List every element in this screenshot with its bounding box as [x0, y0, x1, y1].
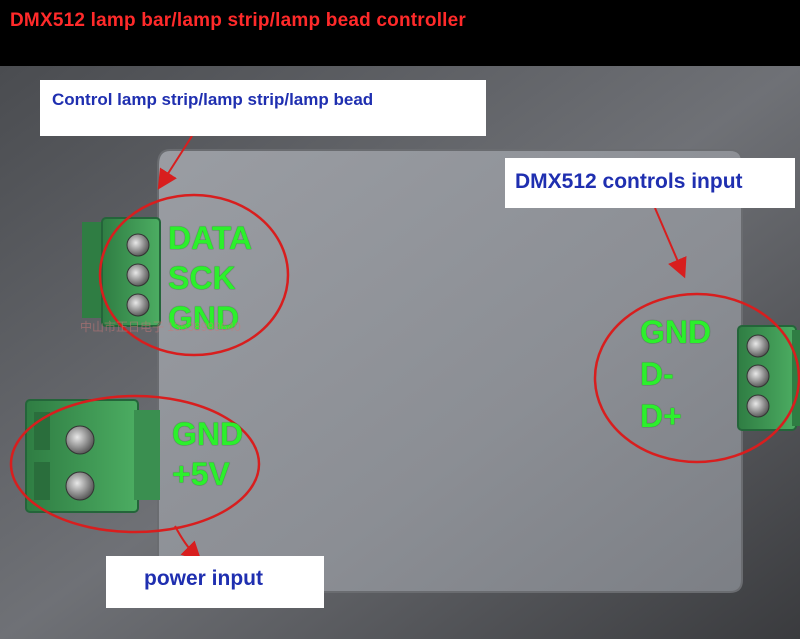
arrow-icon [157, 135, 193, 190]
screw-icon [126, 293, 150, 317]
output-callout: Control lamp strip/lamp strip/lamp bead [40, 80, 486, 136]
screw-icon [746, 334, 770, 358]
title-bar: DMX512 lamp bar/lamp strip/lamp bead con… [0, 0, 800, 66]
power-input-callout: power input [106, 556, 324, 608]
dmx-input-callout-label: DMX512 controls input [515, 170, 743, 193]
pin-label-gnd: GND [640, 314, 712, 350]
pin-label-sck: SCK [168, 260, 236, 296]
highlight-ring [593, 292, 800, 464]
watermark: 中山市正日电子 13538999640 [80, 320, 241, 334]
screw-icon [65, 425, 95, 455]
dmx-input-callout: DMX512 controls input [505, 158, 795, 208]
enclosure-box [157, 149, 743, 593]
power-input-callout-label: power input [144, 567, 263, 590]
pin-label-d-minus: D- [640, 356, 674, 392]
arrow-icon [654, 207, 687, 279]
screw-icon [65, 471, 95, 501]
dmx-terminal-block [737, 325, 800, 431]
pin-label-gnd: GND [172, 416, 244, 452]
pin-label-d-plus: D+ [640, 398, 682, 434]
output-callout-label: Control lamp strip/lamp strip/lamp bead [52, 90, 374, 109]
pin-label-data: DATA [168, 220, 253, 256]
pin-label-5v: +5V [172, 456, 230, 492]
arrow-icon [174, 525, 202, 562]
highlight-ring [98, 193, 290, 357]
power-terminal-block [25, 399, 160, 513]
screw-icon [126, 233, 150, 257]
pin-label-gnd: GND [168, 300, 240, 336]
screw-icon [746, 394, 770, 418]
output-terminal-block [82, 217, 161, 327]
highlight-ring [9, 394, 261, 534]
screw-icon [746, 364, 770, 388]
screw-icon [126, 263, 150, 287]
page-title: DMX512 lamp bar/lamp strip/lamp bead con… [10, 10, 467, 31]
